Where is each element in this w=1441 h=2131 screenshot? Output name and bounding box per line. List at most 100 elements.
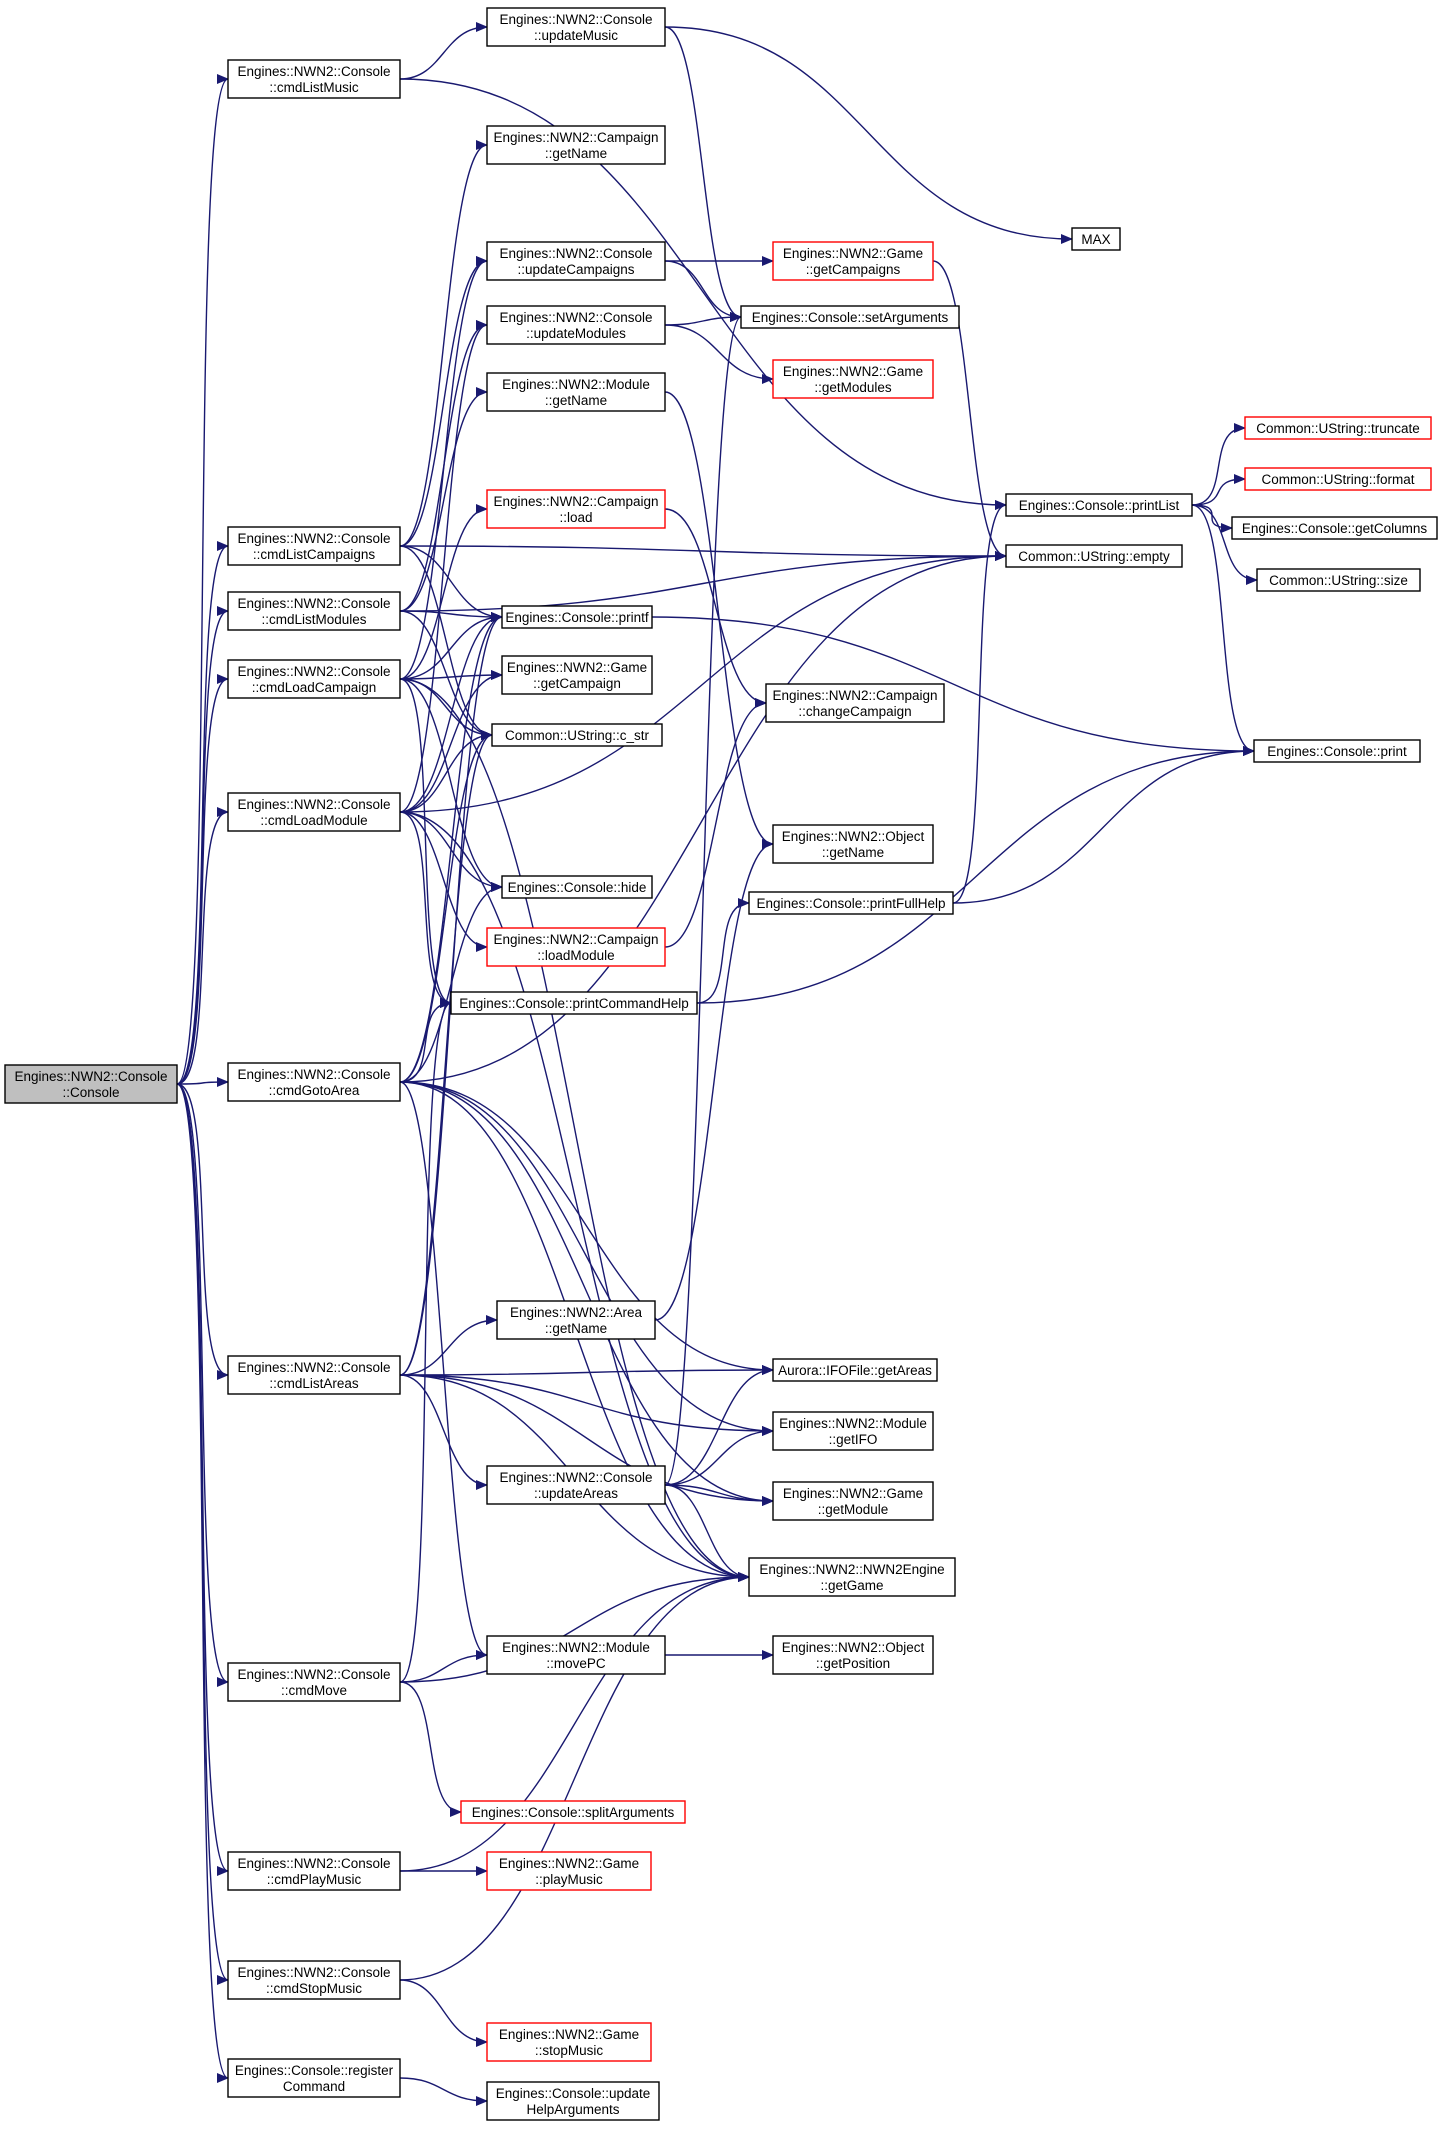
edge-cmdLoadModule-to-empty <box>399 551 1007 813</box>
edge-cmdMove-to-splitArguments <box>399 1681 462 1817</box>
edge-cmdGotoArea-to-getAreas <box>399 1081 774 1375</box>
edge-cmdPlayMusic-to-getGame <box>399 1572 750 1872</box>
edge-updateModules-to-gameGetModules <box>664 324 774 384</box>
node-label: Common::UString::size <box>1269 573 1408 588</box>
node-campLoad[interactable]: Engines::NWN2::Campaign::load <box>486 489 666 529</box>
edge-root-to-cmdLoadCampaign <box>176 674 229 1085</box>
edge-cmdLoadModule-to-updateModules <box>399 320 488 813</box>
node-movePC[interactable]: Engines::NWN2::Module::movePC <box>486 1635 666 1675</box>
node-campGetName[interactable]: Engines::NWN2::Campaign::getName <box>486 125 666 165</box>
node-cmdListAreas[interactable]: Engines::NWN2::Console::cmdListAreas <box>227 1355 401 1395</box>
node-label: ::getPosition <box>816 1656 890 1671</box>
node-box <box>227 1662 401 1702</box>
edge-root-to-cmdListMusic <box>176 74 229 1085</box>
node-label: ::updateAreas <box>534 1486 618 1501</box>
node-gameGetCampaign[interactable]: Engines::NWN2::Game::getCampaign <box>501 655 653 695</box>
edge-cmdLoadModule-to-gameGetCampaign <box>399 670 503 813</box>
node-label: ::getCampaigns <box>806 262 901 277</box>
node-gameGetCampaigns[interactable]: Engines::NWN2::Game::getCampaigns <box>772 241 934 281</box>
edge-root-to-registerCommand <box>176 1083 229 2083</box>
node-getIFO[interactable]: Engines::NWN2::Module::getIFO <box>772 1411 934 1451</box>
node-label: Engines::Console::getColumns <box>1242 521 1428 536</box>
node-size[interactable]: Common::UString::size <box>1256 568 1421 592</box>
edge-root-to-cmdMove <box>176 1083 229 1687</box>
node-getGame[interactable]: Engines::NWN2::NWN2Engine::getGame <box>748 1557 956 1597</box>
node-label: Engines::NWN2::Object <box>782 829 925 844</box>
edge-cmdLoadModule-to-printf <box>399 612 503 813</box>
node-cmdListCampaigns[interactable]: Engines::NWN2::Console::cmdListCampaigns <box>227 526 401 566</box>
node-box <box>772 1358 938 1382</box>
node-cmdMove[interactable]: Engines::NWN2::Console::cmdMove <box>227 1662 401 1702</box>
node-cmdLoadCampaign[interactable]: Engines::NWN2::Console::cmdLoadCampaign <box>227 659 401 699</box>
edge-updateAreas-to-getAreas <box>664 1365 774 1486</box>
node-box <box>486 305 666 345</box>
edge-cmdMove-to-printCommandHelp <box>399 998 452 1683</box>
edge-cmdListModules-to-moduleGetName <box>399 387 488 612</box>
node-print[interactable]: Engines::Console::print <box>1253 739 1421 763</box>
node-updateMusic[interactable]: Engines::NWN2::Console::updateMusic <box>486 7 666 47</box>
node-label: ::cmdMove <box>281 1683 347 1698</box>
node-cmdPlayMusic[interactable]: Engines::NWN2::Console::cmdPlayMusic <box>227 1851 401 1891</box>
node-updateModules[interactable]: Engines::NWN2::Console::updateModules <box>486 305 666 345</box>
node-printCommandHelp[interactable]: Engines::Console::printCommandHelp <box>450 991 698 1015</box>
node-printList[interactable]: Engines::Console::printList <box>1005 493 1193 517</box>
node-changeCampaign[interactable]: Engines::NWN2::Campaign::changeCampaign <box>765 683 945 723</box>
node-stopMusic[interactable]: Engines::NWN2::Game::stopMusic <box>486 2022 652 2062</box>
node-objGetName[interactable]: Engines::NWN2::Object::getName <box>772 824 934 864</box>
node-splitArguments[interactable]: Engines::Console::splitArguments <box>460 1800 686 1824</box>
edge-updateAreas-to-getGame <box>664 1484 750 1582</box>
node-updateAreas[interactable]: Engines::NWN2::Console::updateAreas <box>486 1465 666 1505</box>
node-gameGetModules[interactable]: Engines::NWN2::Game::getModules <box>772 359 934 399</box>
edge-printFullHelp-to-printList <box>952 500 1007 904</box>
node-getAreas[interactable]: Aurora::IFOFile::getAreas <box>772 1358 938 1382</box>
node-loadModule[interactable]: Engines::NWN2::Campaign::loadModule <box>486 927 666 967</box>
edge-cmdListAreas-to-areaGetName <box>399 1315 498 1376</box>
node-cmdGotoArea[interactable]: Engines::NWN2::Console::cmdGotoArea <box>227 1062 401 1102</box>
node-label: ::getName <box>545 1321 607 1336</box>
edge-printCommandHelp-to-printFullHelp <box>696 898 750 1004</box>
node-playMusic[interactable]: Engines::NWN2::Game::playMusic <box>486 1851 652 1891</box>
node-label: ::playMusic <box>535 1872 603 1887</box>
node-label: Engines::NWN2::Console <box>237 1965 390 1980</box>
node-getPosition[interactable]: Engines::NWN2::Object::getPosition <box>772 1635 934 1675</box>
node-root[interactable]: Engines::NWN2::Console::Console <box>4 1064 178 1104</box>
node-label: Engines::NWN2::Console <box>237 1856 390 1871</box>
node-box <box>486 489 666 529</box>
node-label: ::Console <box>62 1085 119 1100</box>
node-MAX[interactable]: MAX <box>1071 227 1121 251</box>
node-box <box>1244 416 1432 440</box>
node-box <box>486 927 666 967</box>
node-truncate[interactable]: Common::UString::truncate <box>1244 416 1432 440</box>
node-label: Engines::NWN2::Object <box>782 1640 925 1655</box>
node-getModule[interactable]: Engines::NWN2::Game::getModule <box>772 1481 934 1521</box>
node-moduleGetName[interactable]: Engines::NWN2::Module::getName <box>486 372 666 412</box>
node-printFullHelp[interactable]: Engines::Console::printFullHelp <box>748 891 954 915</box>
node-cmdStopMusic[interactable]: Engines::NWN2::Console::cmdStopMusic <box>227 1960 401 2000</box>
node-cmdListModules[interactable]: Engines::NWN2::Console::cmdListModules <box>227 591 401 631</box>
node-box <box>227 1851 401 1891</box>
node-label: Engines::NWN2::Console <box>237 596 390 611</box>
edge-updateCampaigns-to-setArguments <box>664 260 742 322</box>
node-printf[interactable]: Engines::Console::printf <box>501 605 653 629</box>
edge-cmdListModules-to-printf <box>399 610 503 622</box>
node-empty[interactable]: Common::UString::empty <box>1005 544 1183 568</box>
node-box <box>227 659 401 699</box>
edge-cmdListCampaigns-to-updateCampaigns <box>399 256 488 547</box>
node-getColumns[interactable]: Engines::Console::getColumns <box>1231 516 1438 540</box>
node-areaGetName[interactable]: Engines::NWN2::Area::getName <box>496 1300 656 1340</box>
node-updateCampaigns[interactable]: Engines::NWN2::Console::updateCampaigns <box>486 241 666 281</box>
edge-cmdListAreas-to-getIFO <box>399 1374 774 1436</box>
edge-cmdGotoArea-to-cstr <box>399 730 493 1083</box>
node-hide[interactable]: Engines::Console::hide <box>501 875 653 899</box>
node-box <box>486 372 666 412</box>
node-setArguments[interactable]: Engines::Console::setArguments <box>740 305 960 329</box>
node-format[interactable]: Common::UString::format <box>1244 467 1432 491</box>
node-label: Common::UString::c_str <box>505 728 650 743</box>
node-label: MAX <box>1081 232 1110 247</box>
node-cstr[interactable]: Common::UString::c_str <box>491 723 663 747</box>
node-box <box>496 1300 656 1340</box>
node-cmdListMusic[interactable]: Engines::NWN2::Console::cmdListMusic <box>227 59 401 99</box>
node-cmdLoadModule[interactable]: Engines::NWN2::Console::cmdLoadModule <box>227 792 401 832</box>
